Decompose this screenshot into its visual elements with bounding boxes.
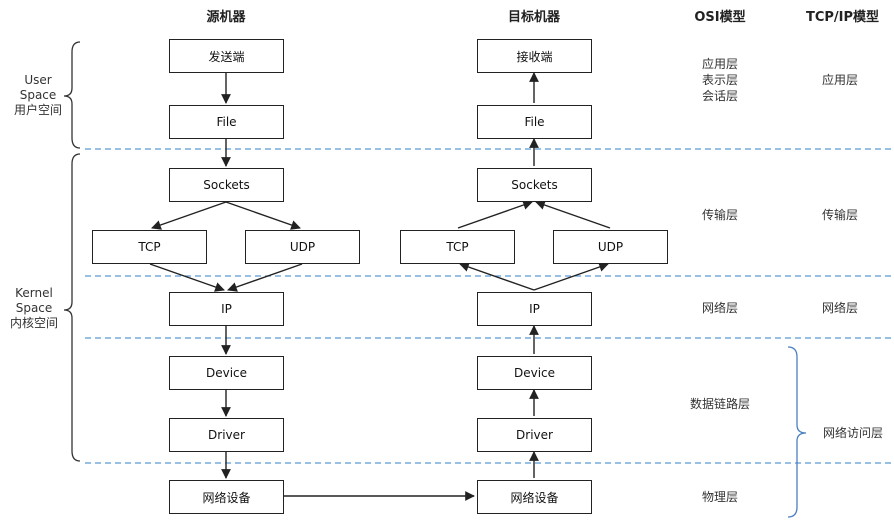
source-tcp-box: TCP [92,230,207,264]
osi-network-layer: 网络层 [701,301,738,315]
osi-upper-layers: 应用层 表示层 会话层 [701,57,738,103]
header-target-machine: 目标机器 [507,10,560,25]
source-udp-box: UDP [245,230,360,264]
source-file-box: File [169,105,284,139]
source-arrows [149,73,303,479]
header-osi-model: OSI模型 [694,10,746,25]
target-udp-box: UDP [553,230,668,264]
target-arrows [457,72,611,478]
tcpip-transport-layer: 传输层 [821,208,858,222]
layer-separators [85,148,894,464]
target-ip-box: IP [477,292,592,326]
target-network-device-box: 网络设备 [477,480,592,514]
osi-transport-layer: 传输层 [701,208,738,222]
source-device-box: Device [169,356,284,390]
source-sockets-box: Sockets [169,168,284,202]
source-ip-box: IP [169,292,284,326]
source-network-device-box: 网络设备 [169,480,284,514]
osi-datalink-layer: 数据链路层 [689,397,750,411]
user-space-brace [63,41,81,149]
target-tcp-box: TCP [400,230,515,264]
target-sockets-box: Sockets [477,168,592,202]
tcpip-network-layer: 网络层 [821,301,858,315]
label-kernel-space: Kernel Space 内核空间 [9,286,58,330]
header-source-machine: 源机器 [206,10,246,25]
target-receiver-box: 接收端 [477,39,592,73]
kernel-space-brace [63,153,81,462]
network-access-brace [787,346,807,518]
tcpip-network-access-layer: 网络访问层 [822,426,883,440]
target-driver-box: Driver [477,418,592,452]
label-user-space: User Space 用户空间 [13,73,62,117]
source-driver-box: Driver [169,418,284,452]
osi-physical-layer: 物理层 [701,490,738,504]
header-tcpip-model: TCP/IP模型 [805,10,880,25]
tcpip-application-layer: 应用层 [821,73,858,87]
target-file-box: File [477,105,592,139]
target-device-box: Device [477,356,592,390]
source-sender-box: 发送端 [169,39,284,73]
